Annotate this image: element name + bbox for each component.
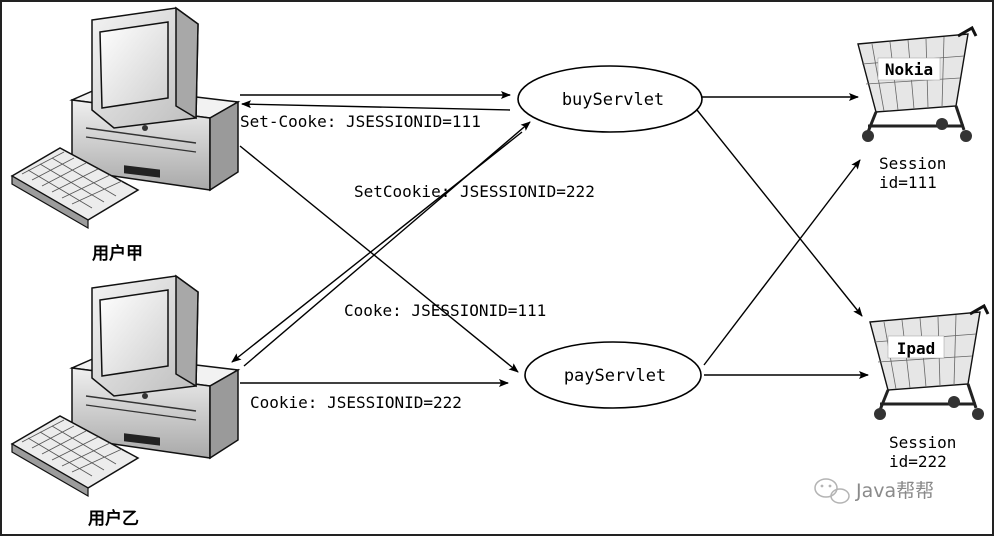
user-b-label: 用户乙 [88, 508, 139, 529]
cart-icon-session-222 [869, 303, 990, 420]
computer-icon-user-b [10, 274, 241, 498]
buy-servlet-node [517, 65, 703, 133]
cart-2-id-label: id=222 [889, 452, 947, 471]
cookie-111-label: Cooke: JSESSIONID=111 [344, 301, 546, 320]
user-a-label: 用户甲 [92, 243, 143, 264]
arrow-buy-to-user-a [241, 100, 511, 111]
cookie-222-label: Cookie: JSESSIONID=222 [250, 393, 462, 412]
pay-servlet-node [524, 341, 702, 409]
arrow-buy-to-user-b [231, 131, 523, 363]
cart-1-id-label: id=111 [879, 173, 937, 192]
computer-icon-user-a [10, 6, 241, 230]
cart-1-session-label: Session [879, 154, 946, 173]
cart-1-item-label: Nokia [885, 60, 933, 79]
watermark-text: Java帮帮 [855, 480, 934, 502]
cart-icon-session-111 [857, 25, 978, 142]
arrow-pay-to-cart-1 [703, 159, 861, 366]
arrow-user-a-to-pay [239, 145, 519, 373]
wechat-icon [814, 478, 850, 504]
pay-servlet-label: payServlet [564, 366, 666, 386]
cart-2-session-label: Session [889, 433, 956, 452]
buy-servlet-label: buyServlet [562, 90, 664, 110]
arrow-buy-to-cart-2 [696, 109, 863, 317]
set-cookie-222-label: SetCookie: JSESSIONID=222 [354, 182, 595, 201]
arrow-user-b-to-buy [243, 121, 531, 367]
set-cookie-111-label: Set-Cooke: JSESSIONID=111 [240, 112, 481, 131]
cart-2-item-label: Ipad [897, 339, 936, 358]
